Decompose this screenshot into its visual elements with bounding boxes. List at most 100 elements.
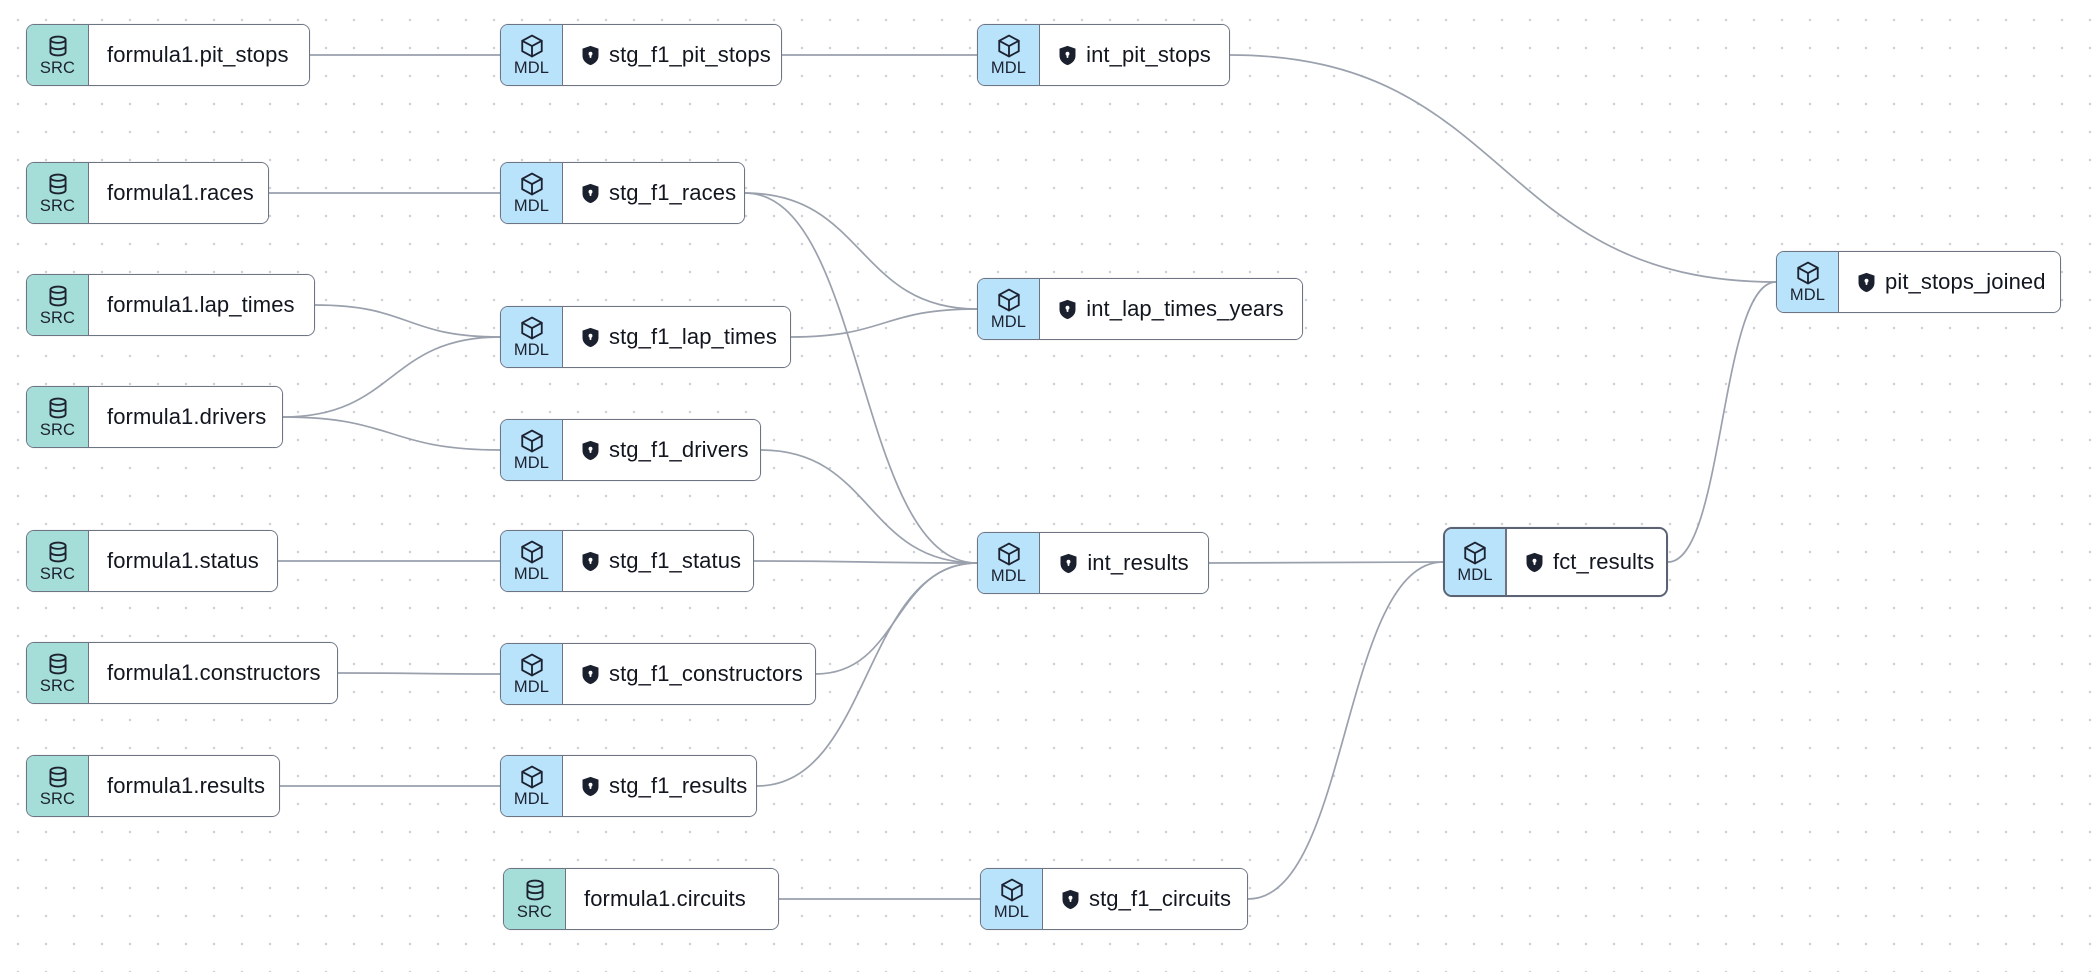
edge-src_drivers-to-stg_lap_times [282,336,501,418]
graph-node-stg_results[interactable]: MDL stg_f1_results [500,755,757,817]
node-type-label: SRC [39,196,76,215]
node-type-badge-source: SRC [27,531,89,591]
node-label: int_lap_times_years [1086,296,1284,321]
graph-node-int_results[interactable]: MDL int_results [977,532,1209,594]
graph-node-int_lap_times_years[interactable]: MDL int_lap_times_years [977,278,1303,340]
edge-stg_races-to-int_results [744,192,978,564]
shield-lock-icon [581,776,600,797]
shield-lock-icon [1058,299,1077,320]
shield-lock-icon [581,664,600,685]
node-type-badge-source: SRC [27,25,89,85]
node-type-badge-model: MDL [501,420,563,480]
database-icon [45,33,71,59]
node-body: stg_f1_results [563,756,756,816]
node-body: formula1.status [89,531,277,591]
graph-node-stg_drivers[interactable]: MDL stg_f1_drivers [500,419,761,481]
node-label: formula1.constructors [107,660,321,685]
node-label: formula1.drivers [107,404,267,429]
node-label: stg_f1_constructors [609,661,803,686]
cube-icon [999,877,1025,903]
node-label: stg_f1_lap_times [609,324,777,349]
node-type-label: SRC [39,789,76,808]
node-label: stg_f1_results [609,773,748,798]
node-type-label: MDL [513,564,550,583]
graph-node-src_results[interactable]: SRC formula1.results [26,755,280,817]
node-type-label: MDL [993,902,1030,921]
database-icon [45,764,71,790]
cube-icon [1462,540,1488,566]
database-icon [45,651,71,677]
shield-lock-icon [1857,272,1876,293]
node-body: stg_f1_status [563,531,753,591]
cube-icon [996,33,1022,59]
node-label: formula1.pit_stops [107,42,289,67]
node-label: formula1.status [107,548,259,573]
node-label: stg_f1_drivers [609,437,749,462]
node-type-label: SRC [39,420,76,439]
node-type-badge-model: MDL [978,25,1040,85]
node-label: stg_f1_status [609,548,742,573]
node-type-badge-source: SRC [27,387,89,447]
graph-node-src_pit_stops[interactable]: SRC formula1.pit_stops [26,24,310,86]
shield-lock-icon [581,183,600,204]
cube-icon [519,539,545,565]
node-type-label: MDL [990,312,1027,331]
node-type-badge-model: MDL [501,25,563,85]
node-type-badge-source: SRC [27,163,89,223]
graph-node-src_drivers[interactable]: SRC formula1.drivers [26,386,283,448]
edge-stg_circuits-to-fct_results [1247,561,1444,900]
node-label: formula1.results [107,773,266,798]
cube-icon [519,171,545,197]
graph-node-src_status[interactable]: SRC formula1.status [26,530,278,592]
node-label: formula1.circuits [584,886,746,911]
node-label: stg_f1_races [609,180,737,205]
graph-node-src_constructors[interactable]: SRC formula1.constructors [26,642,338,704]
shield-lock-icon [581,551,600,572]
edge-stg_constructors-to-int_results [815,562,978,675]
node-type-badge-model: MDL [1445,529,1507,595]
edge-int_pit_stops-to-pit_stops_joined [1229,54,1777,283]
shield-lock-icon [1058,45,1077,66]
edge-stg_status-to-int_results [753,560,978,564]
graph-node-stg_status[interactable]: MDL stg_f1_status [500,530,754,592]
graph-node-stg_circuits[interactable]: MDL stg_f1_circuits [980,868,1248,930]
node-type-label: MDL [990,58,1027,77]
node-body: formula1.drivers [89,387,282,447]
graph-node-src_circuits[interactable]: SRC formula1.circuits [503,868,779,930]
node-label: stg_f1_circuits [1089,886,1232,911]
node-type-badge-source: SRC [27,643,89,703]
node-body: formula1.lap_times [89,275,314,335]
node-body: stg_f1_circuits [1043,869,1247,929]
node-type-label: SRC [39,564,76,583]
database-icon [45,395,71,421]
node-type-label: SRC [516,902,553,921]
node-body: int_pit_stops [1040,25,1229,85]
graph-node-int_pit_stops[interactable]: MDL int_pit_stops [977,24,1230,86]
node-type-badge-model: MDL [978,533,1040,593]
node-type-label: MDL [1457,565,1493,584]
node-body: pit_stops_joined [1839,252,2060,312]
node-body: stg_f1_drivers [563,420,760,480]
node-type-label: MDL [513,789,550,808]
edge-stg_lap_times-to-int_lap_times_years [790,308,978,338]
node-body: int_results [1040,533,1208,593]
cube-icon [519,315,545,341]
node-body: formula1.circuits [566,869,778,929]
node-type-label: MDL [990,566,1027,585]
node-type-badge-source: SRC [504,869,566,929]
cube-icon [1795,260,1821,286]
node-type-badge-model: MDL [1777,252,1839,312]
database-icon [45,283,71,309]
cube-icon [519,652,545,678]
shield-lock-icon [581,45,600,66]
